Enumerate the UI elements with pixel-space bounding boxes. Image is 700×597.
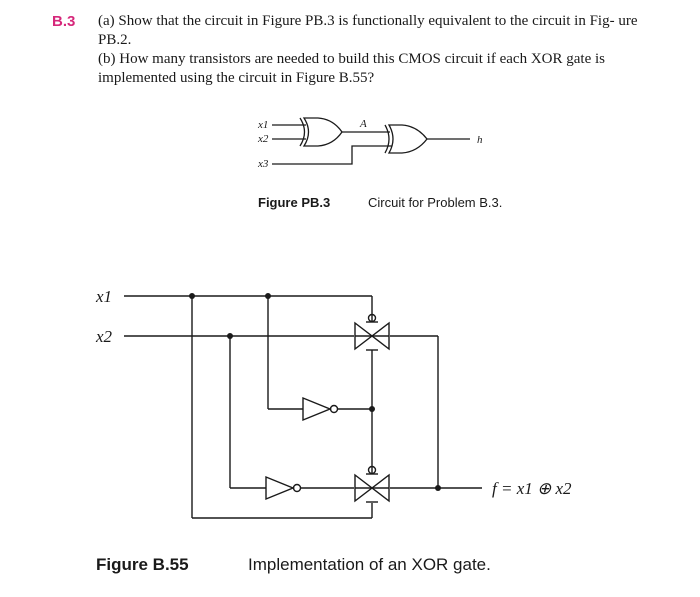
pb3-label-a: A <box>359 118 367 130</box>
b55-caption-text: Implementation of an XOR gate. <box>248 555 491 574</box>
pb3-label-x2: x2 <box>257 133 269 145</box>
b55-label-f: f = x1 ⊕ x2 <box>492 479 572 498</box>
pb3-xor2-gate <box>387 124 428 154</box>
problem-part-b: (b) How many transistors are needed to b… <box>98 51 605 86</box>
b55-inverter1-bubble <box>329 404 339 414</box>
b55-label-x2: x2 <box>95 327 113 346</box>
figure-b55 <box>124 295 482 519</box>
b55-inverter2-bubble <box>292 483 302 493</box>
b55-transmission-gate2 <box>354 465 390 503</box>
problem-part-a: (a) Show that the circuit in Figure PB.3… <box>98 13 638 48</box>
problem-number: B.3 <box>52 13 76 30</box>
pb3-xor2-back <box>384 124 390 154</box>
b55-label-x1: x1 <box>95 287 112 306</box>
pb3-xor1-gate <box>302 117 343 147</box>
figure-pb3 <box>272 117 470 165</box>
b55-caption-label: Figure B.55 <box>96 555 189 574</box>
b55-junctions <box>189 293 441 491</box>
b55-inverter1 <box>302 396 332 422</box>
pb3-xor1-back <box>299 117 306 147</box>
pb3-label-h: h <box>477 134 483 146</box>
b55-transmission-gate1 <box>354 313 390 351</box>
pb3-label-x1: x1 <box>257 119 268 131</box>
pb3-caption-label: Figure PB.3 <box>258 195 330 210</box>
pb3-caption-text: Circuit for Problem B.3. <box>368 195 502 210</box>
b55-inverter2 <box>265 475 295 501</box>
pb3-label-x3: x3 <box>257 158 269 170</box>
pb3-x3-wire <box>272 145 392 165</box>
